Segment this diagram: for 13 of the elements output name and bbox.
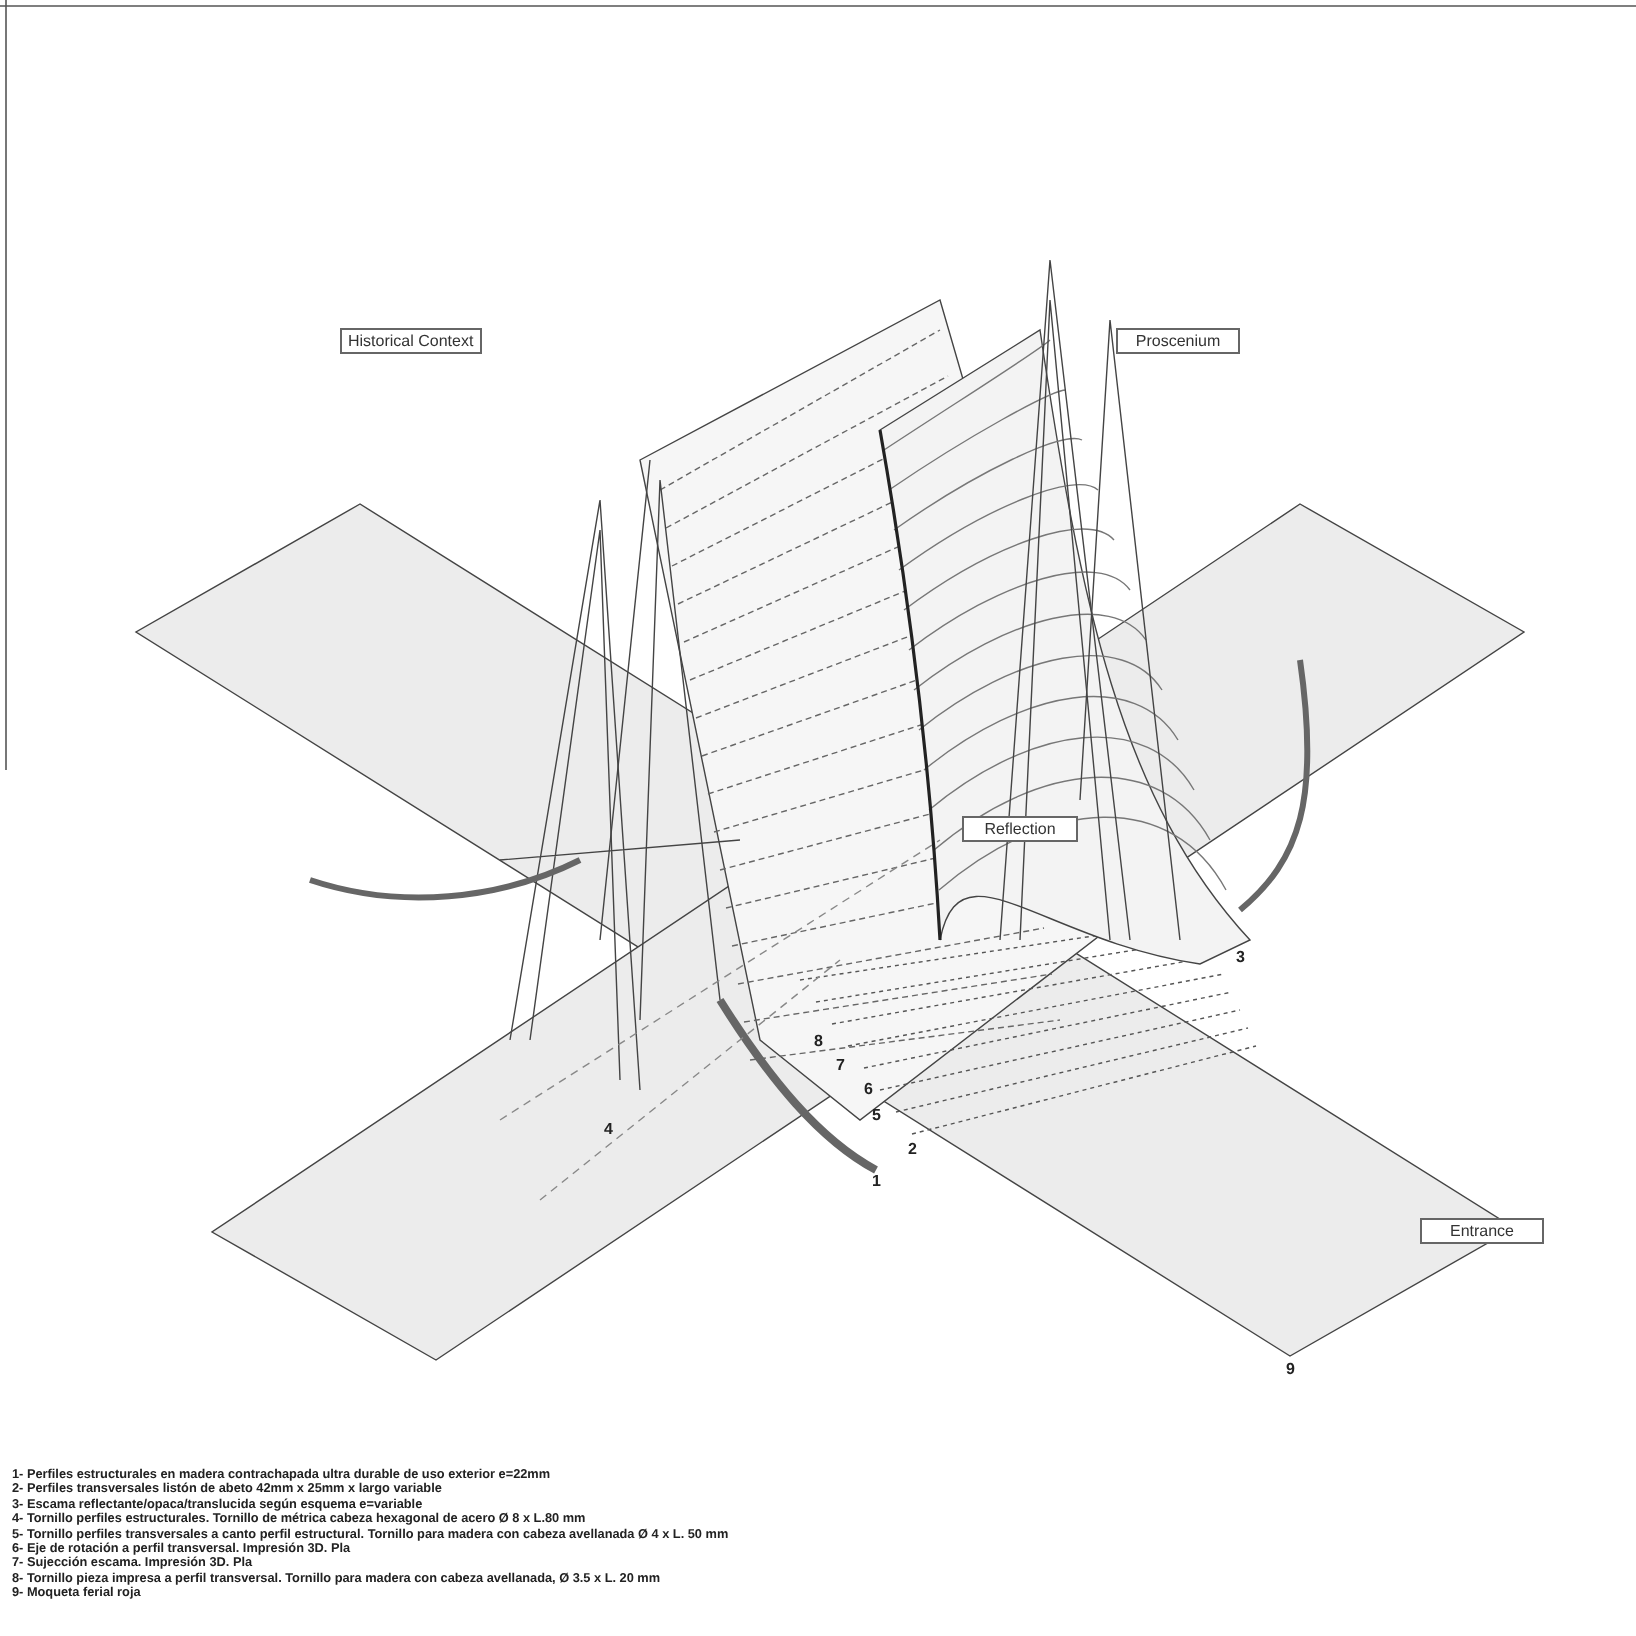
label-box: Historical Context [340,328,482,354]
callout-number: 9 [1286,1360,1295,1378]
callout-number: 8 [814,1032,823,1050]
callout-number: 3 [1236,948,1245,966]
callout-number: 6 [864,1080,873,1098]
callout-number: 5 [872,1106,881,1124]
callout-number: 7 [836,1056,845,1074]
label-box: Reflection [962,816,1078,842]
callout-number: 1 [872,1172,881,1190]
callout-number: 4 [604,1120,613,1138]
label-box: Proscenium [1116,328,1240,354]
label-box: Entrance [1420,1218,1544,1244]
callout-number: 2 [908,1140,917,1158]
